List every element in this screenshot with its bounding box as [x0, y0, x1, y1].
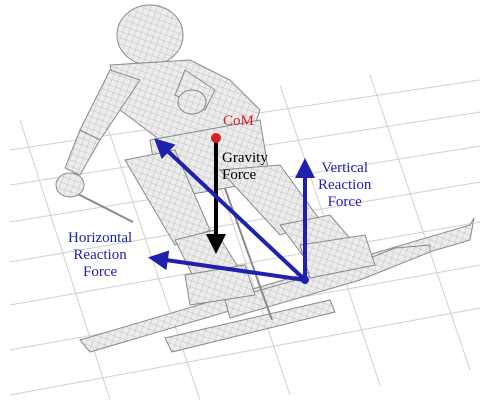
- horizontal-reaction-arrow: [148, 250, 306, 282]
- horizontal-reaction-label: Horizontal Reaction Force: [68, 230, 132, 281]
- force-vectors: [148, 133, 315, 284]
- com-point: [211, 133, 221, 143]
- resultant-reaction-arrow: [154, 138, 307, 282]
- gravity-force-label: Gravity Force: [222, 150, 268, 184]
- gravity-label-line-2: Force: [222, 167, 257, 183]
- vertical-label-line-3: Force: [327, 194, 362, 210]
- vertical-reaction-label: Vertical Reaction Force: [318, 160, 371, 211]
- vertical-label-line-1: Vertical: [321, 160, 368, 176]
- horizontal-label-line-2: Reaction: [73, 247, 127, 263]
- horizontal-label-line-3: Force: [83, 264, 118, 280]
- com-label: CoM: [223, 113, 254, 129]
- vertical-label-line-2: Reaction: [318, 177, 372, 193]
- horizontal-label-line-1: Horizontal: [68, 230, 133, 246]
- gravity-label-line-1: Gravity: [222, 150, 268, 166]
- skier-body: [55, 4, 376, 306]
- skis: [79, 217, 475, 353]
- contact-point: [301, 276, 309, 284]
